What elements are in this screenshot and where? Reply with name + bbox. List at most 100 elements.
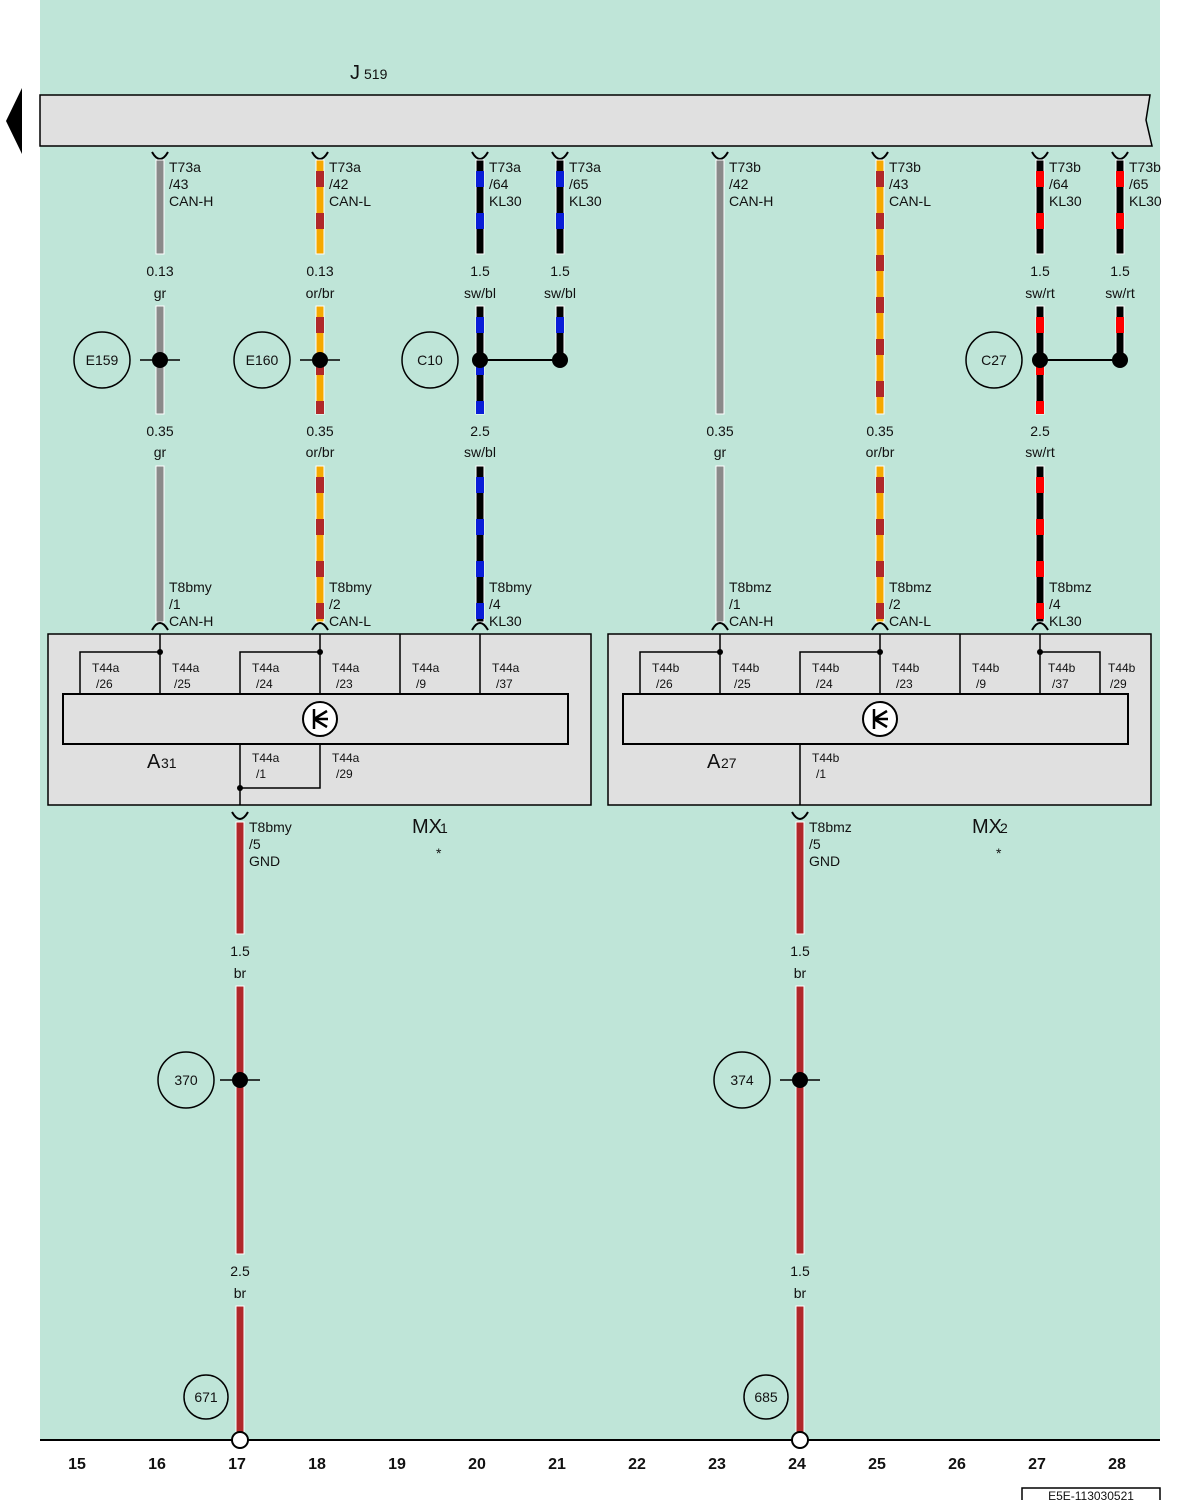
module-pin-conn: T44a [252,751,280,765]
module-pin-number: /37 [1052,677,1069,691]
column-number: 23 [708,1456,726,1473]
doc-id: E5E-113030521 [1048,1489,1134,1500]
pin-signal: CAN-L [329,613,371,629]
pin-number: /64 [1049,176,1069,192]
module-pin: T8bmz /1 CAN-H [711,579,773,631]
wire-stripe [316,519,324,535]
pin-signal: KL30 [569,193,602,209]
module-pin-labels: T8bmy /1 CAN-H T8bmy /2 CAN-L T8bmy /4 K… [151,579,1092,631]
splice-c27: C27 [965,331,1023,389]
wire-color: gr [154,285,167,301]
wire-color: br [794,1285,807,1301]
module-pin-number: /9 [976,677,986,691]
module-pin-number: /24 [816,677,833,691]
junction-dot [472,352,488,368]
pin-number: /65 [569,176,589,192]
wire-stripe [1116,171,1124,187]
module-pin: T8bmy /2 CAN-L [311,579,372,631]
module-pin-number: /23 [896,677,913,691]
pin-connector: T73a [169,159,201,175]
terminal-end [791,1431,809,1449]
wire-stripe [316,213,324,229]
module-pin-number: /9 [416,677,426,691]
wire-color: sw/rt [1105,285,1135,301]
module-group-label-sub: 2 [1000,820,1008,836]
splice-c10: C10 [401,331,459,389]
module-group-label: MX [412,816,442,838]
wire-segment [715,465,725,623]
pin-signal: GND [249,853,280,869]
pin-number: /5 [249,836,261,852]
splice-label: C27 [981,352,1007,368]
pin-signal: CAN-H [169,193,213,209]
pin-connector: T8bmz [1049,579,1092,595]
wire-stripe [556,213,564,229]
wire-size: 1.5 [1110,263,1130,279]
wire-size: 2.5 [1030,423,1050,439]
column-number: 18 [308,1456,326,1473]
wire-stripe [876,603,884,619]
top-pin: T73b /42 CAN-H [711,151,773,209]
wire-stripe [876,255,884,271]
top-pin: T73b /43 CAN-L [871,151,931,209]
pin-signal: CAN-L [889,193,931,209]
doc-id-box [1021,1487,1161,1500]
module-pin-number: /25 [174,677,191,691]
wire-segment [475,159,485,255]
pin-connector: T73b [1129,159,1161,175]
ground-point-label: 685 [754,1389,778,1405]
pin-connector: T73a [569,159,601,175]
wire-size: 0.13 [306,263,333,279]
pin-connector: T8bmz [809,819,852,835]
pin-signal: CAN-H [169,613,213,629]
wire-stripe [1036,603,1044,619]
pin-connector: T8bmy [489,579,532,595]
wire-stripe [476,317,484,333]
module-pin-conn: T44a [332,661,360,675]
wire-stripe [476,603,484,619]
module-pin-number: /26 [96,677,113,691]
module-pin-conn: T44a [412,661,440,675]
module-pin-number: /1 [256,767,266,781]
wire-color: sw/bl [544,285,576,301]
wire-stripe [1116,213,1124,229]
splice-label: 374 [730,1072,754,1088]
junction-dot [552,352,568,368]
ground-point-685: 685 [743,1374,789,1420]
terminal-end [231,1431,249,1449]
wire-size: 1.5 [790,1263,810,1279]
wire-segment [875,159,885,415]
wire-stripe [316,401,324,414]
column-number: 16 [148,1456,166,1473]
column-number-row: 15 16 17 18 19 20 21 22 23 24 25 26 27 2… [68,1456,1126,1473]
module-pin-number: /26 [656,677,673,691]
upper-wire-labels: 0.13 gr 0.13 or/br 1.5 sw/bl 1.5 sw/bl 1… [146,263,1135,301]
column-number: 20 [468,1456,486,1473]
module-pin-number: /24 [256,677,273,691]
module-pin-number: /37 [496,677,513,691]
wire-color: br [234,1285,247,1301]
wire-stripe [476,561,484,577]
ground-point-label: 671 [194,1389,218,1405]
wire-size: 1.5 [790,943,810,959]
wire-segment [1035,159,1045,255]
pin-signal: KL30 [489,613,522,629]
pin-connector: T8bmy [249,819,292,835]
pin-signal: KL30 [489,193,522,209]
wire-stripe [476,477,484,493]
splice-e159: E159 [73,331,131,389]
wire-segment [155,465,165,623]
wire-color: or/br [306,285,335,301]
wire-stripe [876,561,884,577]
wire-stripe [876,477,884,493]
column-number: 25 [868,1456,886,1473]
wire-stripe [1036,317,1044,333]
module-pin-number: /29 [336,767,353,781]
top-pin: T73a /42 CAN-L [311,151,371,209]
top-pin-group: T73a /43 CAN-H T73a /42 CAN-L T73a /64 K… [151,151,1162,209]
wire-stripe [1036,477,1044,493]
wire-stripe [876,171,884,187]
module-a31: T44a /26 T44a /25 T44a /24 T44a /23 T44a… [47,633,592,806]
pin-signal: GND [809,853,840,869]
